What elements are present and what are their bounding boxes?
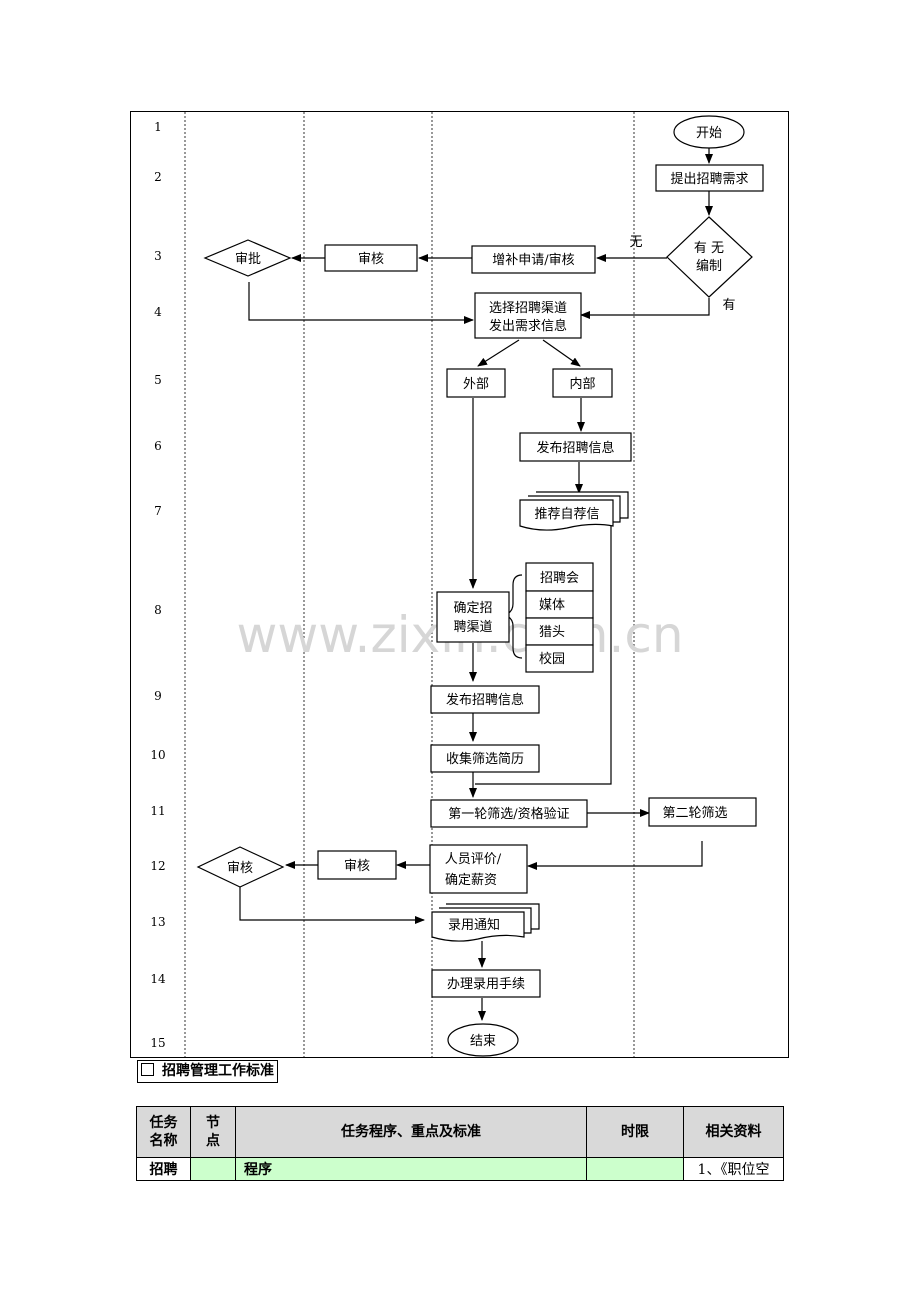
cell-node bbox=[190, 1157, 236, 1181]
node-choose-channel-line1: 选择招聘渠道 bbox=[489, 301, 567, 316]
node-evaluate: 人员评价/ 确定薪资 bbox=[429, 844, 528, 894]
channel-fair: 招聘会 bbox=[540, 571, 579, 586]
header-time-limit: 时限 bbox=[586, 1106, 684, 1158]
decision-approve: 审批 bbox=[203, 239, 292, 277]
row-number: 5 bbox=[154, 373, 162, 387]
standards-table: 任务名称 节点 任务程序、重点及标准 时限 相关资料 招聘 程序 1、《职位空 bbox=[136, 1106, 784, 1181]
header-node: 节点 bbox=[190, 1106, 236, 1158]
node-offer: 录用通知 bbox=[431, 903, 540, 942]
node-first-screen: 第一轮筛选/资格验证 bbox=[430, 799, 588, 828]
cell-procedure: 程序 bbox=[235, 1157, 587, 1181]
node-external-label: 外部 bbox=[463, 377, 489, 392]
row-numbers: 1 2 3 4 5 6 7 8 9 10 11 12 13 14 15 bbox=[150, 120, 166, 1050]
decision-review-3: 审核 bbox=[196, 846, 285, 888]
cell-time-limit bbox=[586, 1157, 684, 1181]
node-review-1: 审核 bbox=[324, 244, 418, 272]
node-evaluate-line2: 确定薪资 bbox=[445, 873, 497, 888]
row-number: 10 bbox=[150, 748, 165, 762]
branch-label-no: 无 bbox=[629, 235, 642, 250]
table-header-row: 任务名称 节点 任务程序、重点及标准 时限 相关资料 bbox=[136, 1106, 784, 1158]
header-task-name: 任务名称 bbox=[136, 1106, 191, 1158]
node-publish-internal: 发布招聘信息 bbox=[519, 432, 632, 462]
node-publish-internal-label: 发布招聘信息 bbox=[536, 440, 614, 456]
node-second-screen: 第二轮筛选 bbox=[648, 797, 757, 827]
channel-media: 媒体 bbox=[539, 598, 565, 613]
table-row: 招聘 程序 1、《职位空 bbox=[136, 1157, 784, 1181]
row-number: 4 bbox=[154, 305, 162, 319]
flowchart-frame bbox=[130, 111, 789, 1058]
section-title-text: 招聘管理工作标准 bbox=[162, 1063, 274, 1079]
row-number: 14 bbox=[150, 972, 166, 986]
header-procedure: 任务程序、重点及标准 bbox=[235, 1106, 587, 1158]
row-number: 8 bbox=[154, 603, 162, 617]
node-review-2-label: 审核 bbox=[344, 859, 370, 874]
row-number: 11 bbox=[150, 804, 165, 818]
decision-has-quota-line2: 编制 bbox=[696, 259, 722, 274]
node-offer-label: 录用通知 bbox=[448, 917, 500, 933]
swimlane-dividers bbox=[184, 112, 635, 1057]
node-confirm-channel-line2: 聘渠道 bbox=[453, 620, 492, 635]
node-internal-label: 内部 bbox=[569, 376, 595, 392]
decision-has-quota-line1: 有 无 bbox=[694, 241, 724, 256]
node-review-2: 审核 bbox=[317, 850, 397, 880]
recruitment-flowchart: 1 2 3 4 5 6 7 8 9 10 11 12 13 14 15 www.… bbox=[130, 111, 789, 1058]
node-collect-resume: 收集筛选简历 bbox=[430, 744, 540, 773]
cell-task: 招聘 bbox=[136, 1157, 191, 1181]
decision-approve-label: 审批 bbox=[235, 252, 261, 267]
checkbox-square-icon bbox=[141, 1063, 154, 1076]
node-start-label: 开始 bbox=[696, 126, 722, 141]
branch-label-yes: 有 bbox=[722, 298, 735, 313]
node-supplement-apply: 增补申请/审核 bbox=[471, 245, 596, 274]
channel-campus: 校园 bbox=[539, 651, 565, 667]
node-external: 外部 bbox=[446, 368, 506, 398]
node-raise-demand-label: 提出招聘需求 bbox=[670, 171, 748, 187]
row-number: 15 bbox=[150, 1036, 165, 1050]
section-title: 招聘管理工作标准 bbox=[137, 1060, 278, 1083]
node-publish-external-label: 发布招聘信息 bbox=[446, 692, 524, 708]
node-recommend: 推荐自荐信 bbox=[519, 491, 629, 531]
node-onboard: 办理录用手续 bbox=[431, 969, 541, 998]
node-end-label: 结束 bbox=[470, 1034, 496, 1049]
node-raise-demand: 提出招聘需求 bbox=[655, 164, 764, 192]
row-number: 9 bbox=[154, 689, 162, 703]
node-first-screen-label: 第一轮筛选/资格验证 bbox=[448, 806, 569, 822]
row-number: 12 bbox=[150, 859, 165, 873]
node-second-screen-label: 第二轮筛选 bbox=[662, 806, 727, 821]
node-recommend-label: 推荐自荐信 bbox=[534, 507, 599, 522]
row-number: 6 bbox=[154, 439, 162, 453]
node-review-1-label: 审核 bbox=[358, 252, 384, 267]
node-end: 结束 bbox=[447, 1023, 519, 1057]
node-choose-channel-line2: 发出需求信息 bbox=[489, 318, 567, 334]
node-supplement-apply-label: 增补申请/审核 bbox=[492, 253, 574, 268]
cell-materials: 1、《职位空 bbox=[683, 1157, 784, 1181]
channel-list: 招聘会 媒体 猎头 校园 bbox=[525, 562, 594, 673]
row-number: 7 bbox=[154, 504, 162, 518]
node-collect-resume-label: 收集筛选简历 bbox=[446, 751, 524, 767]
decision-review-3-label: 审核 bbox=[227, 861, 253, 876]
node-start: 开始 bbox=[673, 115, 745, 149]
row-number: 1 bbox=[154, 120, 162, 134]
node-confirm-channel-line1: 确定招 bbox=[453, 601, 492, 616]
channel-headhunter: 猎头 bbox=[539, 625, 565, 640]
node-confirm-channel: 确定招 聘渠道 bbox=[436, 591, 510, 643]
row-number: 13 bbox=[150, 915, 165, 929]
decision-has-quota: 有 无 编制 bbox=[666, 216, 753, 298]
row-number: 2 bbox=[154, 170, 162, 184]
node-publish-external: 发布招聘信息 bbox=[430, 685, 540, 714]
header-materials: 相关资料 bbox=[683, 1106, 784, 1158]
node-choose-channel: 选择招聘渠道 发出需求信息 bbox=[474, 292, 582, 339]
node-onboard-label: 办理录用手续 bbox=[447, 977, 525, 992]
row-number: 3 bbox=[154, 249, 162, 263]
node-internal: 内部 bbox=[552, 368, 613, 398]
node-evaluate-line1: 人员评价/ bbox=[445, 852, 502, 867]
